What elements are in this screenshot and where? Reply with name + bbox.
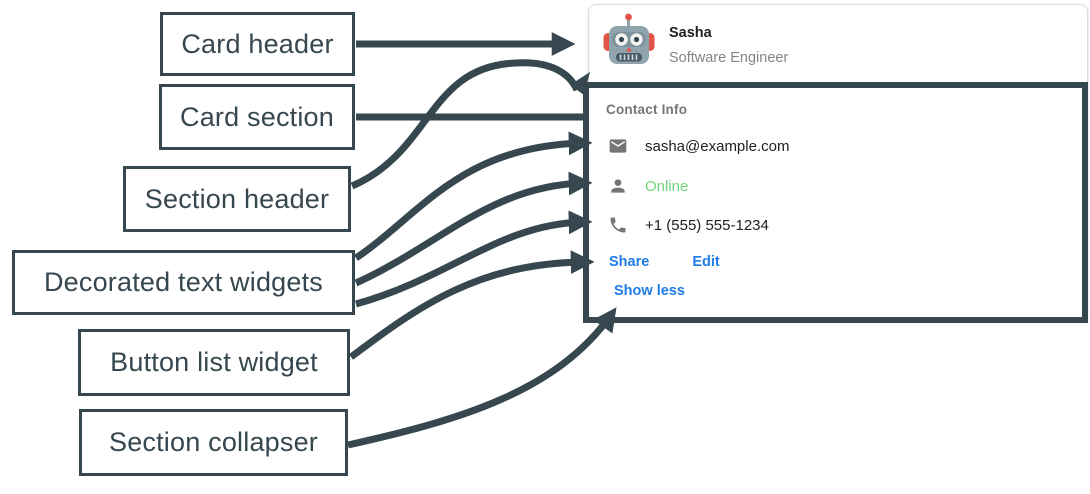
show-less-button[interactable]: Show less [614, 283, 685, 299]
button-list-widget-label: Button list widget [78, 329, 350, 396]
section-header: Contact Info [606, 102, 688, 117]
decorated-text-row-phone: +1 (555) 555-1234 [608, 215, 769, 235]
arrow-decorated-status [354, 171, 593, 287]
arrow-button-list [348, 250, 595, 360]
arrow-section-header [350, 59, 581, 190]
phone-text: +1 (555) 555-1234 [645, 216, 769, 234]
card-header: Sasha Software Engineer [589, 5, 1087, 86]
section-collapser-label: Section collapser [79, 409, 348, 476]
decorated-text-widgets-label: Decorated text widgets [12, 250, 355, 315]
share-button[interactable]: Share [609, 254, 650, 270]
arrow-section-header-head [570, 72, 590, 95]
decorated-text-row-email: sasha@example.com [608, 136, 789, 156]
edit-button[interactable]: Edit [692, 254, 720, 270]
person-name: Sasha [669, 25, 712, 41]
person-icon [608, 176, 628, 196]
person-role: Software Engineer [669, 50, 789, 66]
contact-card: Sasha Software Engineer Contact Info sas… [588, 4, 1088, 321]
card-section-label: Card section [159, 84, 355, 150]
phone-icon [608, 215, 628, 235]
section-header-label: Section header [123, 166, 351, 232]
arrow-decorated-phone [355, 210, 593, 308]
arrow-section-collapser [347, 307, 617, 449]
status-text: Online [645, 177, 689, 195]
robot-avatar-icon [603, 11, 655, 67]
button-list-widget: Share Edit [609, 254, 720, 270]
decorated-text-row-status: Online [608, 176, 688, 196]
email-icon [608, 136, 628, 156]
card-header-label: Card header [160, 12, 355, 76]
email-text: sasha@example.com [645, 137, 790, 155]
arrow-decorated-email [354, 131, 593, 261]
